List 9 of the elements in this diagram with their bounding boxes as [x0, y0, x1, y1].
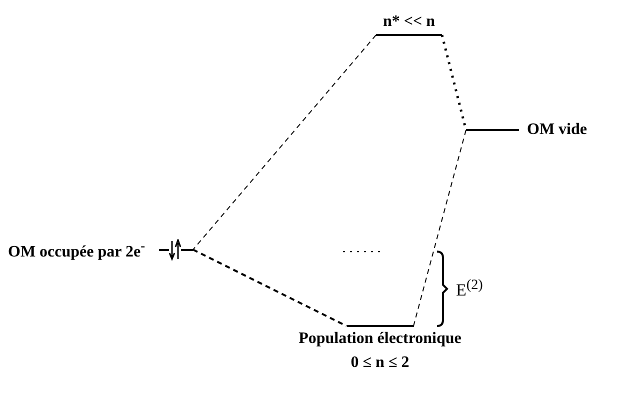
- level-label: OM occupée par 2e$^{-}$: [8, 238, 146, 262]
- correlation-line: [413, 130, 466, 326]
- level-label: Population électronique: [298, 330, 462, 348]
- level-label: OM vide: [527, 121, 587, 139]
- correlation-line: [192, 34, 376, 250]
- energy-label: E$^{(2)}$: [456, 276, 483, 300]
- level-label: n* << n: [382, 13, 436, 31]
- level-label: 0 ≤ n ≤ 2: [350, 354, 410, 372]
- correlation-line: [192, 248, 347, 327]
